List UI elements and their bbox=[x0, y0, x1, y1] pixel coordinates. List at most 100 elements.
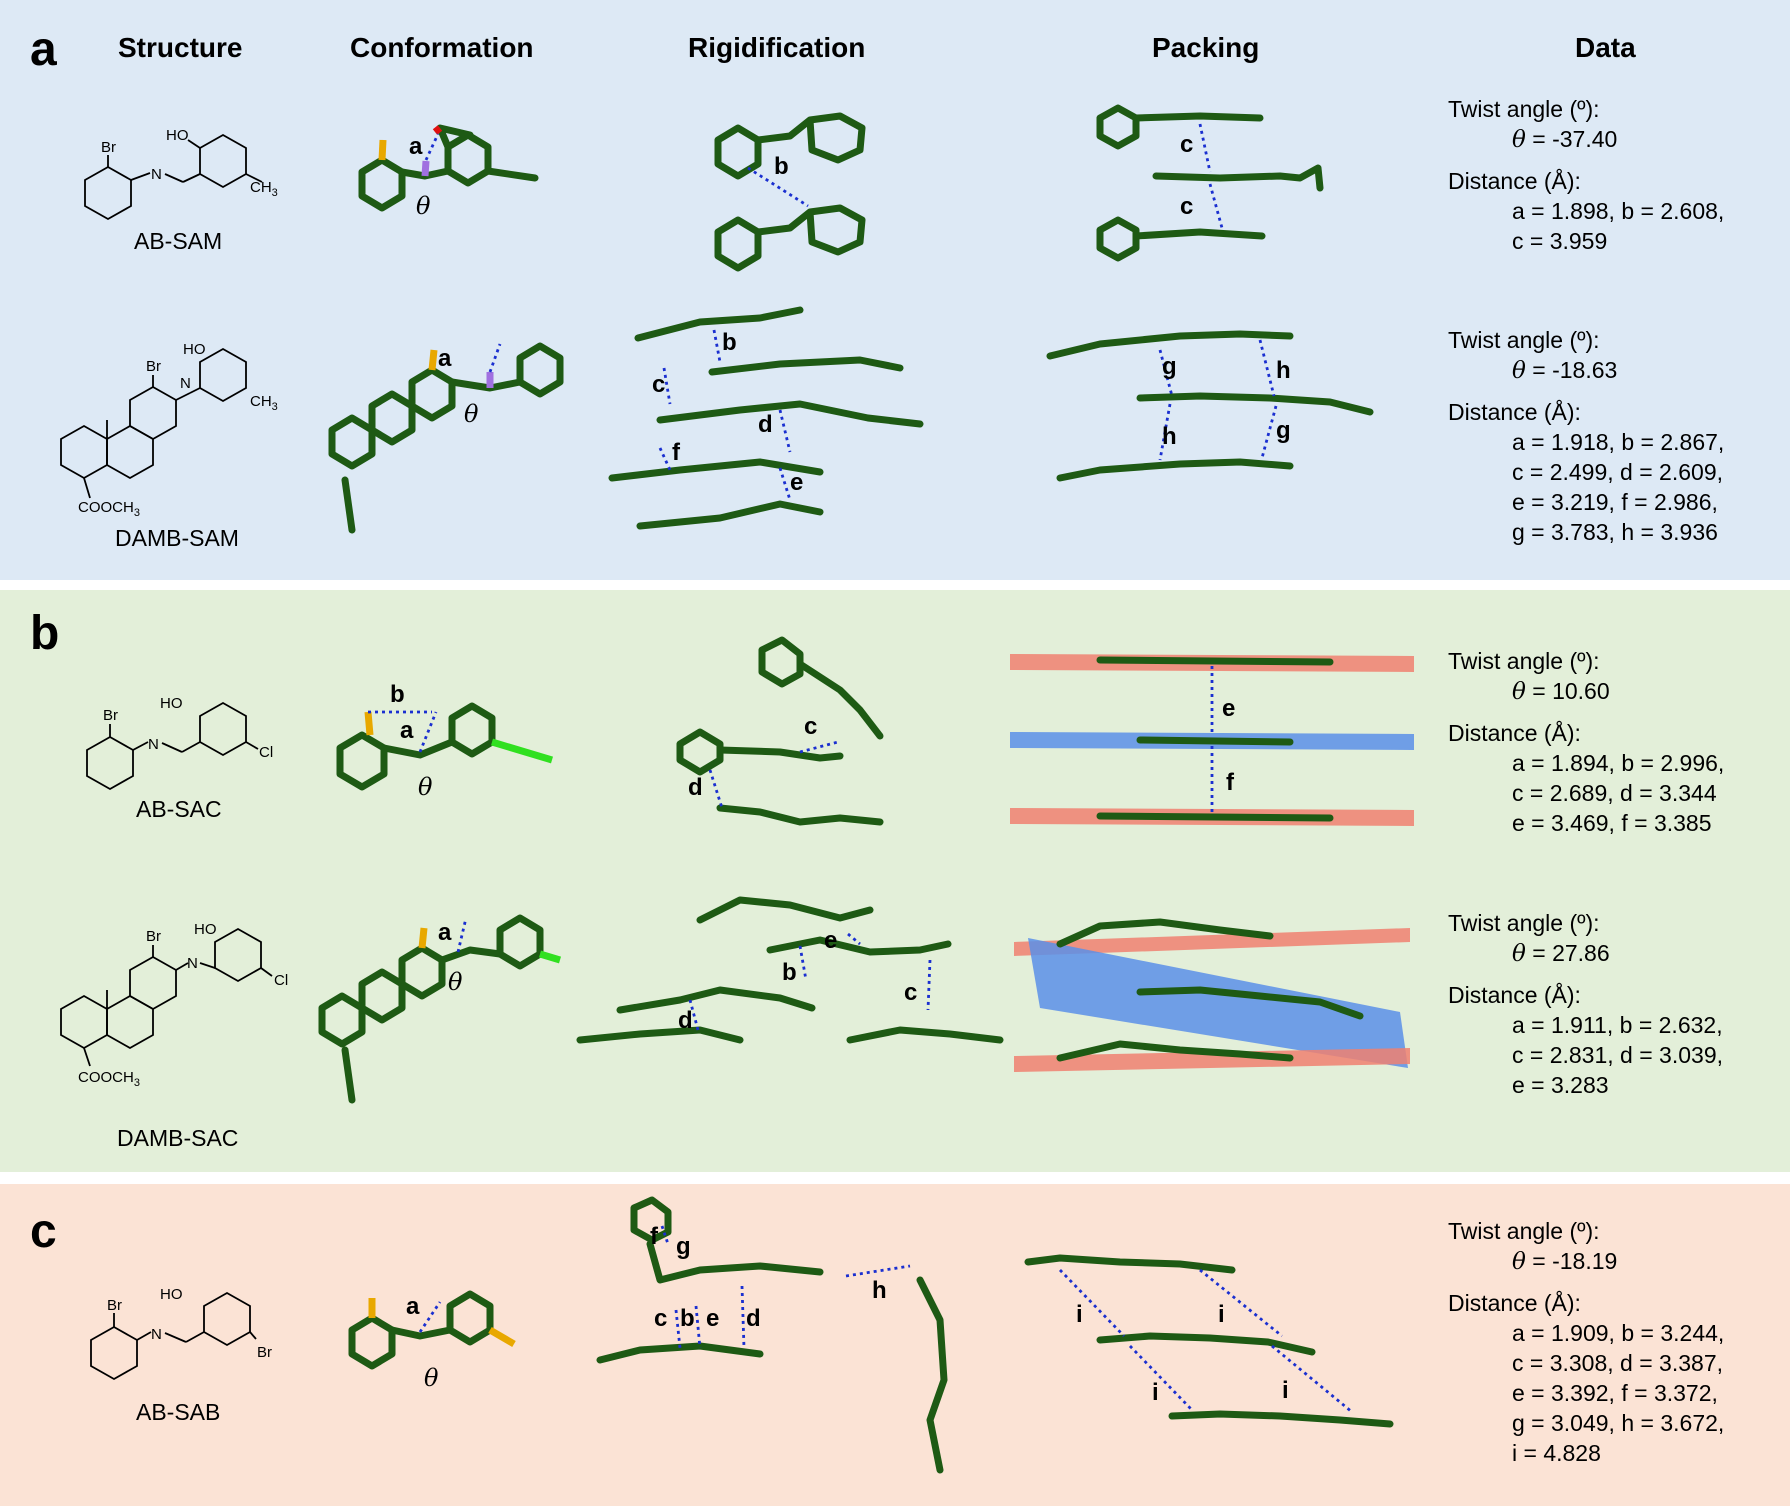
contact-label: a bbox=[438, 919, 452, 946]
contact-label: a bbox=[400, 717, 414, 744]
atom-n-label: N bbox=[151, 1326, 162, 1343]
twist-angle-value: θ = 10.60 bbox=[1448, 676, 1724, 706]
distance-label: Distance (Å): bbox=[1448, 399, 1581, 425]
distance-line: g = 3.783, h = 3.936 bbox=[1512, 519, 1718, 545]
atom-ch3-label: CH3 bbox=[250, 393, 278, 413]
contact-label: c bbox=[1180, 193, 1193, 220]
atom-cooch3-label: COOCH3 bbox=[78, 1069, 140, 1089]
contact-label: a bbox=[438, 345, 452, 372]
distance-line: e = 3.283 bbox=[1512, 1072, 1609, 1098]
distance-label: Distance (Å): bbox=[1448, 168, 1581, 194]
contact-label: h bbox=[872, 1277, 887, 1304]
distance-line: g = 3.049, h = 3.672, bbox=[1512, 1410, 1725, 1436]
data-block-ab-sam: Twist angle (º): θ = -37.40 Distance (Å)… bbox=[1448, 94, 1724, 256]
distance-line: c = 2.499, d = 2.609, bbox=[1512, 459, 1723, 485]
distance-label: Distance (Å): bbox=[1448, 720, 1581, 746]
compound-name-damb-sac: DAMB-SAC bbox=[117, 1125, 239, 1151]
atom-ho-label: HO bbox=[183, 341, 206, 358]
contact-label: f bbox=[650, 1223, 659, 1250]
contact-label: d bbox=[678, 1007, 693, 1034]
distance-line: a = 1.911, b = 2.632, bbox=[1512, 1012, 1723, 1038]
data-block-damb-sam: Twist angle (º): θ = -18.63 Distance (Å)… bbox=[1448, 325, 1724, 547]
contact-label: h bbox=[1276, 357, 1291, 384]
theta-symbol: θ bbox=[1512, 127, 1526, 153]
twist-angle-label: Twist angle (º): bbox=[1448, 648, 1600, 674]
structure-ab-sab: Br N HO Br bbox=[90, 1286, 272, 1381]
distance-line: c = 3.959 bbox=[1512, 228, 1608, 254]
contact-label: b bbox=[680, 1305, 695, 1332]
packing-damb-sac bbox=[1014, 918, 1410, 1072]
contact-label: c bbox=[904, 979, 917, 1006]
atom-ho-label: HO bbox=[160, 695, 183, 712]
theta-symbol: θ bbox=[1512, 679, 1526, 705]
distance-label: Distance (Å): bbox=[1448, 1290, 1581, 1316]
atom-br-label: Br bbox=[146, 358, 161, 375]
contact-label: f bbox=[1226, 769, 1235, 796]
contact-label: g bbox=[1276, 417, 1291, 444]
atom-n-label: N bbox=[148, 736, 159, 753]
contact-label: b bbox=[722, 329, 737, 356]
atom-br-label: Br bbox=[107, 1297, 122, 1314]
twist-angle-value: θ = -18.19 bbox=[1448, 1246, 1724, 1276]
distance-line: e = 3.392, f = 3.372, bbox=[1512, 1380, 1718, 1406]
contact-label: b bbox=[390, 681, 405, 708]
compound-name-ab-sam: AB-SAM bbox=[134, 228, 223, 254]
contact-label: i bbox=[1218, 1301, 1225, 1328]
compound-name-damb-sam: DAMB-SAM bbox=[115, 525, 239, 551]
contact-label: d bbox=[688, 774, 703, 801]
theta-label: θ bbox=[448, 968, 463, 996]
distance-line: i = 4.828 bbox=[1512, 1440, 1601, 1466]
atom-br-label: Br bbox=[146, 928, 161, 945]
structure-damb-sac: Br N HO Cl COOCH3 bbox=[60, 921, 288, 1089]
structure-ab-sac: Br N HO Cl bbox=[86, 695, 273, 791]
contact-label: i bbox=[1282, 1377, 1289, 1404]
twist-angle-number: = -37.40 bbox=[1525, 126, 1618, 152]
atom-cl-label: Cl bbox=[274, 972, 288, 989]
distance-line: a = 1.918, b = 2.867, bbox=[1512, 429, 1725, 455]
theta-symbol: θ bbox=[1512, 1249, 1526, 1275]
structure-damb-sam: Br N HO CH3 COOCH3 bbox=[60, 341, 278, 519]
twist-angle-value: θ = 27.86 bbox=[1448, 938, 1723, 968]
rigidification-ab-sac: c d bbox=[676, 636, 884, 826]
twist-angle-label: Twist angle (º): bbox=[1448, 96, 1600, 122]
contact-label: g bbox=[676, 1233, 691, 1260]
panel-c bbox=[0, 1184, 1790, 1506]
twist-angle-value: θ = -18.63 bbox=[1448, 355, 1724, 385]
conformation-ab-sam: a θ bbox=[358, 124, 539, 220]
distance-line: c = 3.308, d = 3.387, bbox=[1512, 1350, 1723, 1376]
twist-angle-number: = -18.63 bbox=[1525, 357, 1618, 383]
data-block-ab-sab: Twist angle (º): θ = -18.19 Distance (Å)… bbox=[1448, 1216, 1724, 1468]
conformation-ab-sab: a θ bbox=[348, 1290, 516, 1392]
data-block-damb-sac: Twist angle (º): θ = 27.86 Distance (Å):… bbox=[1448, 908, 1723, 1100]
contact-label: b bbox=[782, 959, 797, 986]
contact-label: c bbox=[652, 371, 665, 398]
twist-angle-number: = 10.60 bbox=[1525, 678, 1610, 704]
twist-angle-number: = 27.86 bbox=[1525, 940, 1610, 966]
atom-br-label: Br bbox=[257, 1344, 272, 1361]
header-structure: Structure bbox=[118, 32, 243, 63]
atom-n-label: N bbox=[151, 166, 162, 183]
twist-angle-label: Twist angle (º): bbox=[1448, 327, 1600, 353]
panel-label-a: a bbox=[30, 23, 57, 76]
contact-label: a bbox=[409, 133, 423, 160]
conformation-damb-sac: a θ bbox=[318, 914, 562, 1104]
rigidification-damb-sam: b c d e f bbox=[608, 306, 924, 530]
contact-label: c bbox=[654, 1305, 667, 1332]
distance-line: a = 1.894, b = 2.996, bbox=[1512, 750, 1725, 776]
atom-cl-label: Cl bbox=[259, 744, 273, 761]
theta-label: θ bbox=[416, 192, 431, 220]
twist-angle-label: Twist angle (º): bbox=[1448, 1218, 1600, 1244]
theta-label: θ bbox=[418, 773, 433, 801]
header-conformation: Conformation bbox=[350, 32, 534, 63]
contact-label: h bbox=[1162, 423, 1177, 450]
atom-cooch3-label: COOCH3 bbox=[78, 499, 140, 519]
rigidification-ab-sam: b bbox=[714, 112, 866, 272]
atom-n-label: N bbox=[180, 375, 191, 392]
structure-ab-sam: Br N HO CH3 bbox=[84, 127, 278, 221]
packing-ab-sab: i i i i bbox=[1024, 1254, 1394, 1428]
distance-line: a = 1.898, b = 2.608, bbox=[1512, 198, 1725, 224]
atom-br-label: Br bbox=[103, 707, 118, 724]
distance-label: Distance (Å): bbox=[1448, 982, 1581, 1008]
theta-label: θ bbox=[464, 400, 479, 428]
panel-a bbox=[0, 0, 1790, 580]
